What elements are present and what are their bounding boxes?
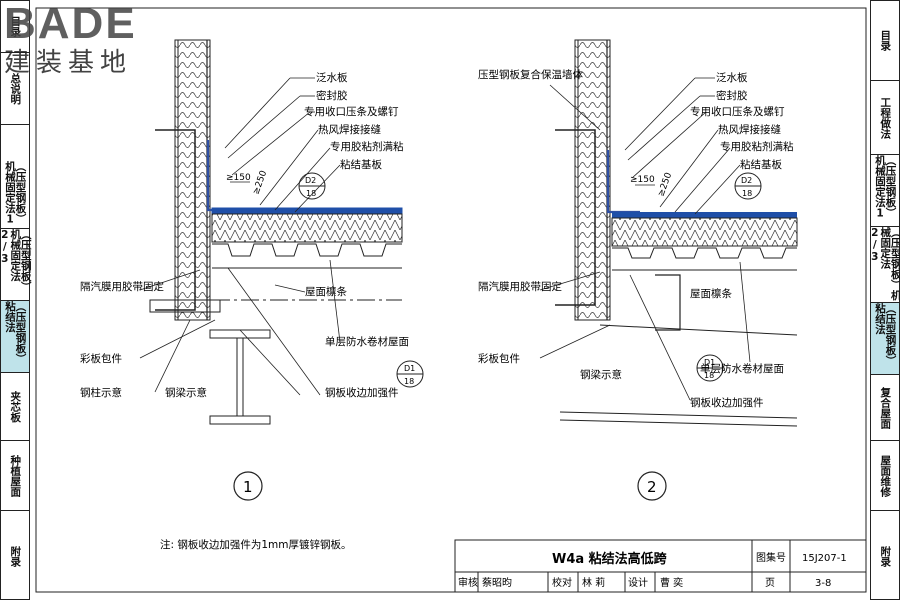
label-flashing-2: 泛水板 <box>716 71 748 84</box>
label-beam-1: 钢梁示意 <box>165 386 207 399</box>
svg-text:≥150: ≥150 <box>630 175 655 185</box>
label-cover-2: 彩板包件 <box>478 352 520 365</box>
svg-text:蔡昭昀: 蔡昭昀 <box>482 576 512 589</box>
svg-text:18: 18 <box>742 189 752 198</box>
svg-text:≥250: ≥250 <box>251 169 269 196</box>
label-strip-1: 专用收口压条及螺钉 <box>304 105 399 118</box>
tab-contents-r[interactable]: 目录 <box>871 1 899 81</box>
left-sidebar: 目录 总说明 （压型钢板）机械固定法1 （压型钢板）机械固定法2/3 （压型钢板… <box>0 0 32 600</box>
svg-text:设计: 设计 <box>628 576 648 589</box>
tab-appendix[interactable]: 附录 <box>9 545 22 567</box>
tab-mech23-r[interactable]: （压型钢板）机械固定法2/3 <box>869 227 900 303</box>
label-strip-2: 专用收口压条及螺钉 <box>690 105 785 118</box>
tab-adhesive[interactable]: （压型钢板）粘结法 <box>1 301 29 373</box>
tab-composite-r[interactable]: 复合屋面 <box>871 375 899 441</box>
svg-text:15J207-1: 15J207-1 <box>802 553 847 564</box>
tab-mechanical-1[interactable]: （压型钢板）机械固定法1 <box>1 161 29 229</box>
brand-logo: BADE 建装基地 <box>4 2 180 92</box>
svg-text:D1: D1 <box>404 364 415 373</box>
tab-mechanical-2-3[interactable]: （压型钢板）机械固定法2/3 <box>0 229 32 301</box>
label-adhesive-1: 专用胶粘剂满粘 <box>330 140 404 153</box>
svg-text:曹 奕: 曹 奕 <box>660 576 683 589</box>
svg-text:18: 18 <box>704 371 714 380</box>
tab-mech1-r[interactable]: （压型钢板）机械固定法1 <box>871 155 899 227</box>
svg-text:≥150: ≥150 <box>226 173 251 183</box>
tab-contents[interactable]: 目录 <box>1 1 29 53</box>
tab-sandwich[interactable]: 夹芯板 <box>1 373 29 441</box>
svg-text:图集号: 图集号 <box>756 551 786 564</box>
svg-text:D2: D2 <box>741 176 752 185</box>
svg-text:页: 页 <box>765 577 775 589</box>
diagram-2-number: 2 <box>647 478 657 496</box>
tab-notes-r[interactable]: 工程做法 <box>871 81 899 155</box>
svg-text:审核: 审核 <box>458 576 478 589</box>
label-sealant-2: 密封胶 <box>716 89 748 102</box>
label-beam-2: 钢梁示意 <box>580 368 622 381</box>
label-weld-1: 热风焊接接缝 <box>318 123 381 136</box>
tab-appendix-r[interactable]: 附录 <box>879 545 892 567</box>
tab-maint-r[interactable]: 屋面维修 <box>871 441 899 511</box>
label-wall-2: 压型钢板复合保温墙体 <box>478 68 583 81</box>
label-sealant-1: 密封胶 <box>316 89 348 102</box>
label-tape-1: 隔汽膜用胶带固定 <box>80 280 164 293</box>
svg-text:≥250: ≥250 <box>656 171 674 198</box>
label-reinforce-1: 钢板收边加强件 <box>325 386 399 399</box>
logo-brand: BADE <box>4 0 137 48</box>
label-reinforce-2: 钢板收边加强件 <box>690 396 764 409</box>
label-purlin-1: 屋面檩条 <box>305 285 347 298</box>
svg-text:18: 18 <box>404 377 414 386</box>
label-membrane-1: 单层防水卷材屋面 <box>325 335 409 348</box>
label-board-1: 粘结基板 <box>340 158 382 171</box>
diagram-1-number: 1 <box>243 478 253 496</box>
diagram-2: ≥150 ≥250 D2 18 D1 18 压型钢板复合保温墙体 泛水板 密封胶… <box>478 39 798 501</box>
label-column-1: 钢柱示意 <box>80 386 122 399</box>
note-text: 注: 钢板收边加强件为1mm厚镀锌钢板。 <box>160 538 352 551</box>
tab-green-roof[interactable]: 种植屋面 <box>1 441 29 511</box>
tab-general-notes[interactable]: 总说明 <box>1 53 29 125</box>
drawing-title: W4a 粘结法高低跨 <box>552 551 668 567</box>
label-board-2: 粘结基板 <box>740 158 782 171</box>
svg-text:18: 18 <box>306 189 316 198</box>
svg-text:3-8: 3-8 <box>815 578 831 589</box>
right-sidebar: 目录 工程做法 （压型钢板）机械固定法1 （压型钢板）机械固定法2/3 （压型钢… <box>869 0 900 600</box>
label-flashing-1: 泛水板 <box>316 71 348 84</box>
title-block: W4a 粘结法高低跨 图集号 15J207-1 审核 蔡昭昀 校对 林 莉 设计… <box>454 539 867 593</box>
logo-sub: 建装基地 <box>4 48 133 78</box>
svg-text:校对: 校对 <box>552 576 572 589</box>
svg-text:D1: D1 <box>704 358 715 367</box>
label-adhesive-2: 专用胶粘剂满粘 <box>720 140 794 153</box>
svg-text:D2: D2 <box>305 176 316 185</box>
tab-adhesive-r[interactable]: （压型钢板）粘结法 <box>871 303 899 375</box>
svg-text:林 莉: 林 莉 <box>582 576 605 589</box>
label-tape-2: 隔汽膜用胶带固定 <box>478 280 562 293</box>
label-weld-2: 热风焊接接缝 <box>718 123 781 136</box>
label-purlin-2: 屋面檩条 <box>690 287 732 300</box>
label-membrane-2: 单层防水卷材屋面 <box>700 362 784 375</box>
label-cover-1: 彩板包件 <box>80 352 122 365</box>
diagram-1: ≥150 ≥250 D2 18 D1 18 泛水板 <box>80 39 424 501</box>
